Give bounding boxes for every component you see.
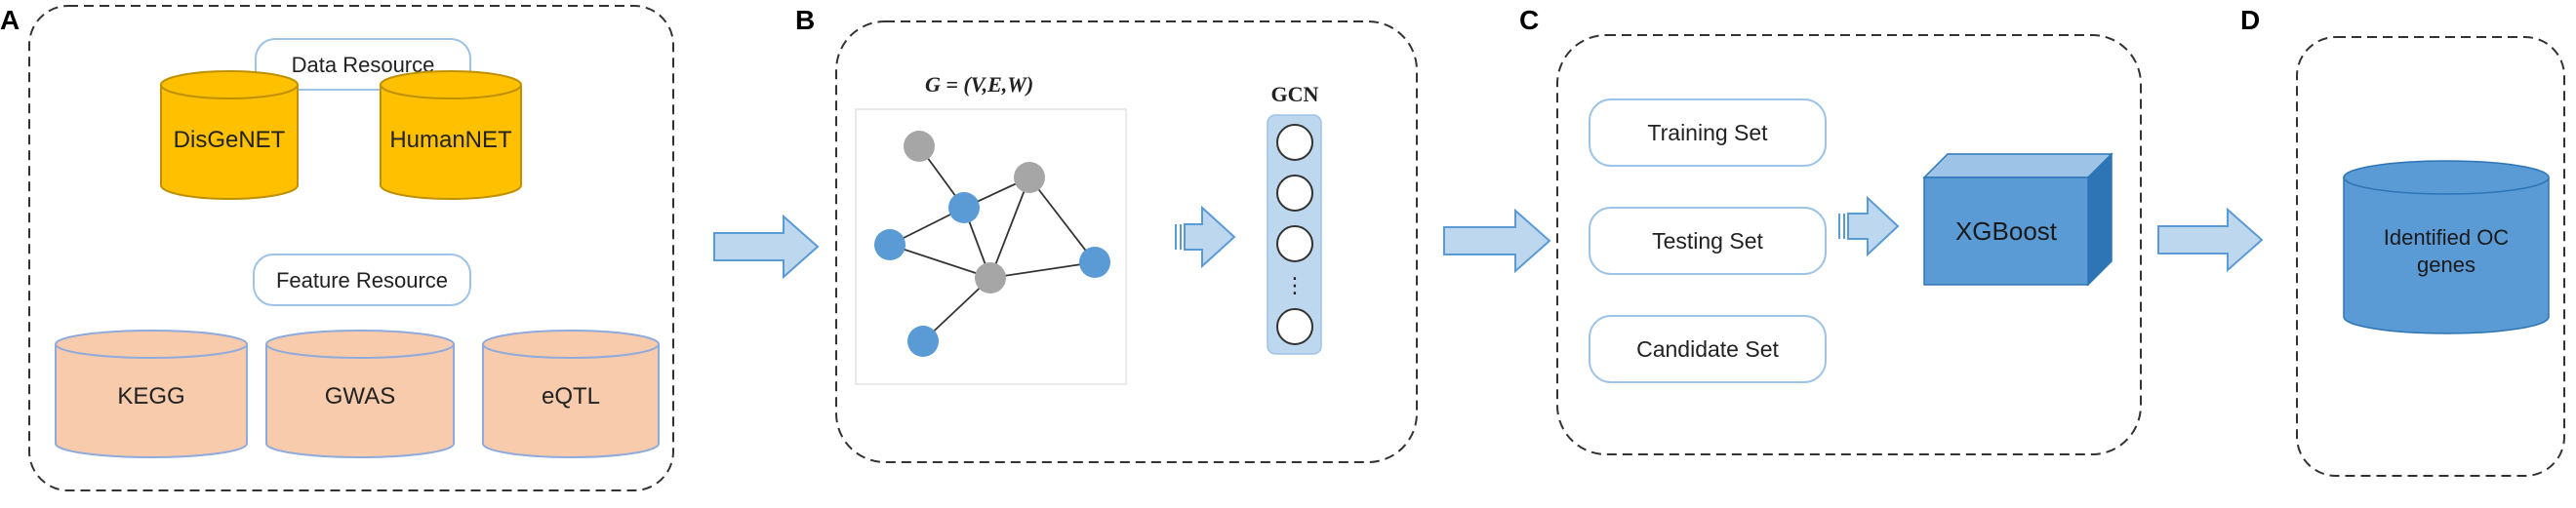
- graph-node-gray: [1014, 162, 1045, 193]
- arrow-b-to-c: [1443, 208, 1551, 274]
- identified-genes-line2: genes: [2417, 253, 2475, 277]
- panel-d-letter: D: [2240, 5, 2260, 35]
- feature-resource-box: [253, 254, 471, 306]
- gwas-label: GWAS: [325, 383, 395, 410]
- kegg-database: KEGG: [55, 330, 248, 458]
- panel-b-frame: [835, 20, 1418, 463]
- arrow-c-to-d: [2157, 207, 2264, 273]
- panel-d-frame: [2296, 36, 2565, 477]
- xgboost-model-cube: XGBoost: [1922, 152, 2113, 287]
- xgboost-label: XGBoost: [1955, 216, 2058, 246]
- panel-c-letter: C: [1519, 5, 1539, 35]
- training-set-box: [1589, 98, 1827, 167]
- testing-set-label: Testing Set: [1652, 228, 1763, 254]
- gcn-ellipsis: ⋮: [1284, 273, 1306, 297]
- identified-genes-line1: Identified OC: [2384, 225, 2510, 250]
- graph-node-blue: [907, 326, 939, 357]
- panel-c-frame: [1556, 34, 2142, 455]
- identified-genes-database: Identified OC genes: [2343, 160, 2550, 334]
- disgenet-label: DisGeNET: [174, 127, 286, 153]
- eqtl-label: eQTL: [542, 383, 600, 410]
- graph-node-gray: [904, 131, 935, 162]
- graph-node-blue: [874, 229, 906, 260]
- candidate-set-label: Candidate Set: [1636, 336, 1779, 362]
- panel-b-letter: B: [795, 5, 815, 35]
- gwas-database: GWAS: [265, 330, 455, 458]
- graph-node-blue: [1079, 247, 1110, 278]
- panel-a-frame: [28, 5, 674, 491]
- feature-resource-label: Feature Resource: [276, 268, 448, 293]
- humannet-label: HumanNET: [389, 127, 512, 153]
- graph-node-blue: [948, 192, 980, 223]
- graph-node-gray: [975, 262, 1006, 293]
- kegg-label: KEGG: [117, 383, 184, 410]
- gcn-neuron: [1276, 225, 1313, 262]
- arrow-sets-to-xgboost: [1838, 195, 1900, 257]
- testing-set-box: [1589, 207, 1827, 275]
- candidate-set-box: [1589, 315, 1827, 383]
- training-set-label: Training Set: [1647, 120, 1768, 145]
- eqtl-database: eQTL: [482, 330, 660, 458]
- disgenet-database: DisGeNET: [160, 70, 299, 200]
- arrow-graph-to-gcn: [1175, 205, 1236, 269]
- panel-a-letter: A: [0, 5, 20, 35]
- humannet-database: HumanNET: [380, 70, 522, 200]
- gcn-neuron: [1276, 175, 1313, 212]
- gcn-neuron: [1276, 308, 1313, 345]
- graph-title: G = (V,E,W): [925, 72, 1033, 97]
- gcn-title: GCN: [1271, 82, 1319, 106]
- gcn-neuron: [1276, 124, 1313, 161]
- arrow-a-to-b: [713, 214, 820, 280]
